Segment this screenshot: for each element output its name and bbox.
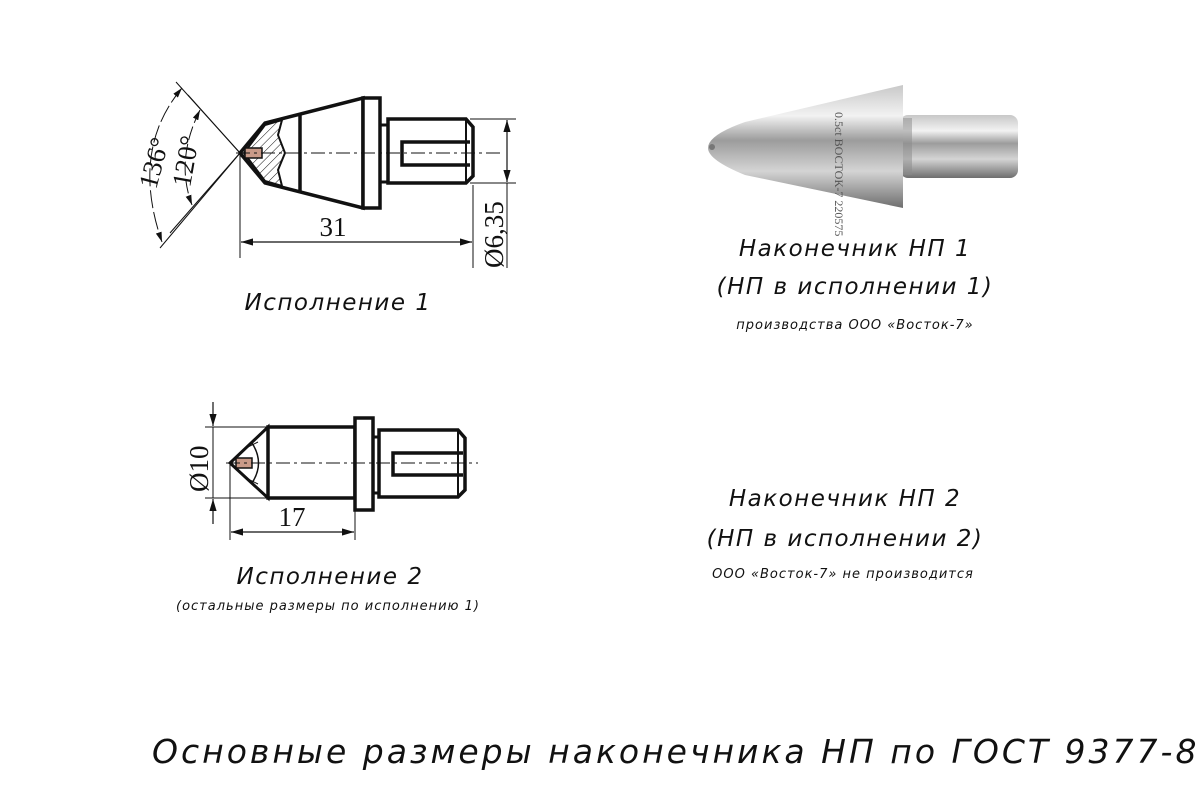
page-title: Основные размеры наконечника НП по ГОСТ …: [152, 732, 1200, 771]
engraving: 0.5ct ВОСТОК-7 220575: [832, 112, 846, 236]
drawing-execution-1: [149, 81, 516, 268]
dim-diameter-10: Ø10: [184, 446, 214, 493]
dim-diameter-635: Ø6,35: [479, 201, 509, 268]
product1-note: производства ООО «Восток-7»: [736, 318, 974, 333]
product1-name: Наконечник НП 1: [738, 236, 972, 262]
dim-length-17: 17: [279, 502, 306, 532]
dim-length-31: 31: [320, 212, 347, 242]
caption-execution-1: Исполнение 1: [244, 290, 432, 316]
product2-name: Наконечник НП 2: [728, 486, 962, 512]
drawing-execution-2: [205, 402, 478, 540]
caption-execution-2: Исполнение 2: [236, 564, 424, 590]
product-photo-np1: 0.5ct ВОСТОК-7 220575: [708, 85, 1018, 236]
execution-2-note: (остальные размеры по исполнению 1): [176, 599, 480, 614]
product2-note: ООО «Восток-7» не производится: [712, 567, 974, 582]
product1-variant: (НП в исполнении 1): [716, 274, 994, 300]
product2-variant: (НП в исполнении 2): [706, 526, 984, 552]
